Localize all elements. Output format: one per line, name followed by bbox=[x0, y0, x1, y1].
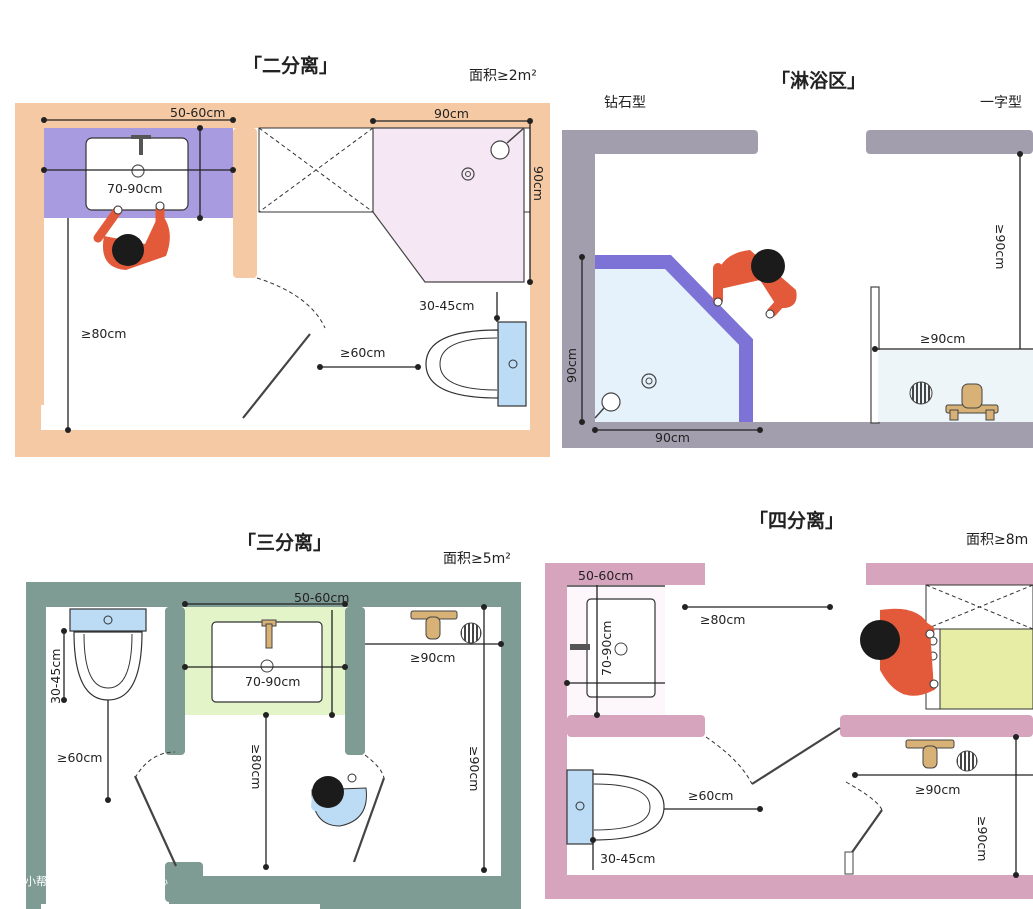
dim-diamond-side: 90cm bbox=[564, 348, 579, 383]
panel-three-separation: 「三分离」 面积≥5m² bbox=[14, 531, 521, 909]
straight-glass-screen bbox=[870, 286, 880, 424]
person-figure bbox=[311, 773, 367, 827]
panel-two-separation: 「二分离」 面积≥2m² bbox=[15, 54, 550, 457]
dim-basin-depth: 70-90cm bbox=[245, 674, 300, 689]
partition-wall bbox=[345, 607, 365, 755]
watermark: 住小帮@绵阳汇川雅阁设计中心 bbox=[14, 874, 168, 888]
toilet-bowl bbox=[592, 773, 665, 841]
dim-straight-depth: ≥90cm bbox=[993, 224, 1008, 269]
label-diamond: 钻石型 bbox=[604, 95, 646, 111]
door-leaf bbox=[133, 775, 178, 867]
bath-shower-area bbox=[925, 628, 1033, 710]
label-straight: 一字型 bbox=[980, 95, 1022, 111]
area-two-separation: 面积≥2m² bbox=[469, 68, 537, 84]
dim-basin-width: 50-60cm bbox=[170, 105, 225, 120]
partition-wall bbox=[233, 128, 257, 278]
door-leaf bbox=[751, 727, 841, 785]
toilet-bowl bbox=[73, 631, 143, 701]
toilet-tank bbox=[497, 321, 527, 407]
dim-aisle: ≥80cm bbox=[81, 326, 126, 341]
door-leaf bbox=[847, 809, 883, 859]
dim-shower-width: 90cm bbox=[434, 106, 469, 121]
partition-wall bbox=[840, 715, 1033, 737]
partition-wall bbox=[567, 715, 705, 737]
shower-drain-icon bbox=[461, 167, 475, 181]
dim-diamond-bottom: 90cm bbox=[655, 430, 690, 445]
drain-icon bbox=[260, 659, 274, 673]
dim-shower-width: ≥90cm bbox=[915, 782, 960, 797]
dim-basin-depth: 70-90cm bbox=[599, 621, 614, 676]
dim-straight-width: ≥90cm bbox=[920, 331, 965, 346]
floor-drain-icon bbox=[909, 381, 933, 405]
dim-shower-depth: 90cm bbox=[531, 166, 546, 201]
dim-toilet-clearance: 30-45cm bbox=[600, 851, 655, 866]
dim-aisle-left: ≥60cm bbox=[57, 750, 102, 765]
title-four-separation: 「四分离」 bbox=[749, 509, 844, 532]
panel-shower-zone: 「淋浴区」 钻石型 一字型 90cm 90cm bbox=[562, 69, 1033, 448]
dim-basin-width: 50-60cm bbox=[294, 590, 349, 605]
dim-toilet-clearance: 30-45cm bbox=[48, 649, 63, 704]
partition-wall bbox=[165, 607, 185, 755]
faucet-icon bbox=[945, 383, 999, 421]
person-figure bbox=[860, 608, 939, 696]
dim-toilet-clearance: 30-45cm bbox=[419, 298, 474, 313]
shower-head-icon bbox=[490, 140, 510, 160]
drain-icon bbox=[131, 164, 145, 178]
door-swing-arc bbox=[845, 781, 883, 811]
shower-head-icon bbox=[601, 392, 621, 412]
door-leaf bbox=[242, 333, 311, 419]
faucet-icon bbox=[905, 739, 955, 769]
dim-shower-depth: ≥90cm bbox=[467, 746, 482, 791]
drain-icon bbox=[614, 642, 628, 656]
person-figure bbox=[713, 249, 797, 319]
sink-basin bbox=[85, 137, 189, 211]
dim-shower-width: ≥90cm bbox=[410, 650, 455, 665]
toilet-bowl bbox=[425, 329, 499, 399]
title-three-separation: 「三分离」 bbox=[237, 531, 332, 554]
toilet-tank bbox=[566, 769, 594, 845]
floor-drain-icon bbox=[460, 622, 482, 644]
title-shower-zone: 「淋浴区」 bbox=[771, 69, 866, 92]
shower-drain-icon bbox=[641, 373, 657, 389]
diamond-shower-floor bbox=[595, 257, 748, 422]
area-three-separation: 面积≥5m² bbox=[443, 551, 511, 567]
person-figure bbox=[93, 201, 170, 270]
door-swing-arc bbox=[256, 277, 326, 329]
dim-shower-depth: ≥90cm bbox=[975, 816, 990, 861]
dim-aisle-mid: ≥80cm bbox=[249, 744, 264, 789]
dim-basin-width: 50-60cm bbox=[578, 568, 633, 583]
dim-aisle: ≥80cm bbox=[700, 612, 745, 627]
dim-door-clearance: ≥60cm bbox=[688, 788, 733, 803]
faucet-icon bbox=[410, 610, 458, 640]
door-leaf bbox=[352, 777, 386, 863]
door-swing-arc bbox=[364, 754, 385, 779]
title-two-separation: 「二分离」 bbox=[243, 54, 338, 77]
dim-door-clearance: ≥60cm bbox=[340, 345, 385, 360]
door-swing-arc bbox=[705, 736, 753, 785]
toilet-tank bbox=[69, 608, 147, 632]
shower-tray bbox=[372, 127, 525, 283]
dim-basin-depth: 70-90cm bbox=[107, 181, 162, 196]
area-four-separation: 面积≥8m bbox=[966, 532, 1028, 548]
floor-drain-icon bbox=[956, 750, 978, 772]
panel-four-separation: 「四分离」 面积≥8m bbox=[545, 509, 1033, 899]
diamond-glass-screen bbox=[595, 255, 753, 422]
